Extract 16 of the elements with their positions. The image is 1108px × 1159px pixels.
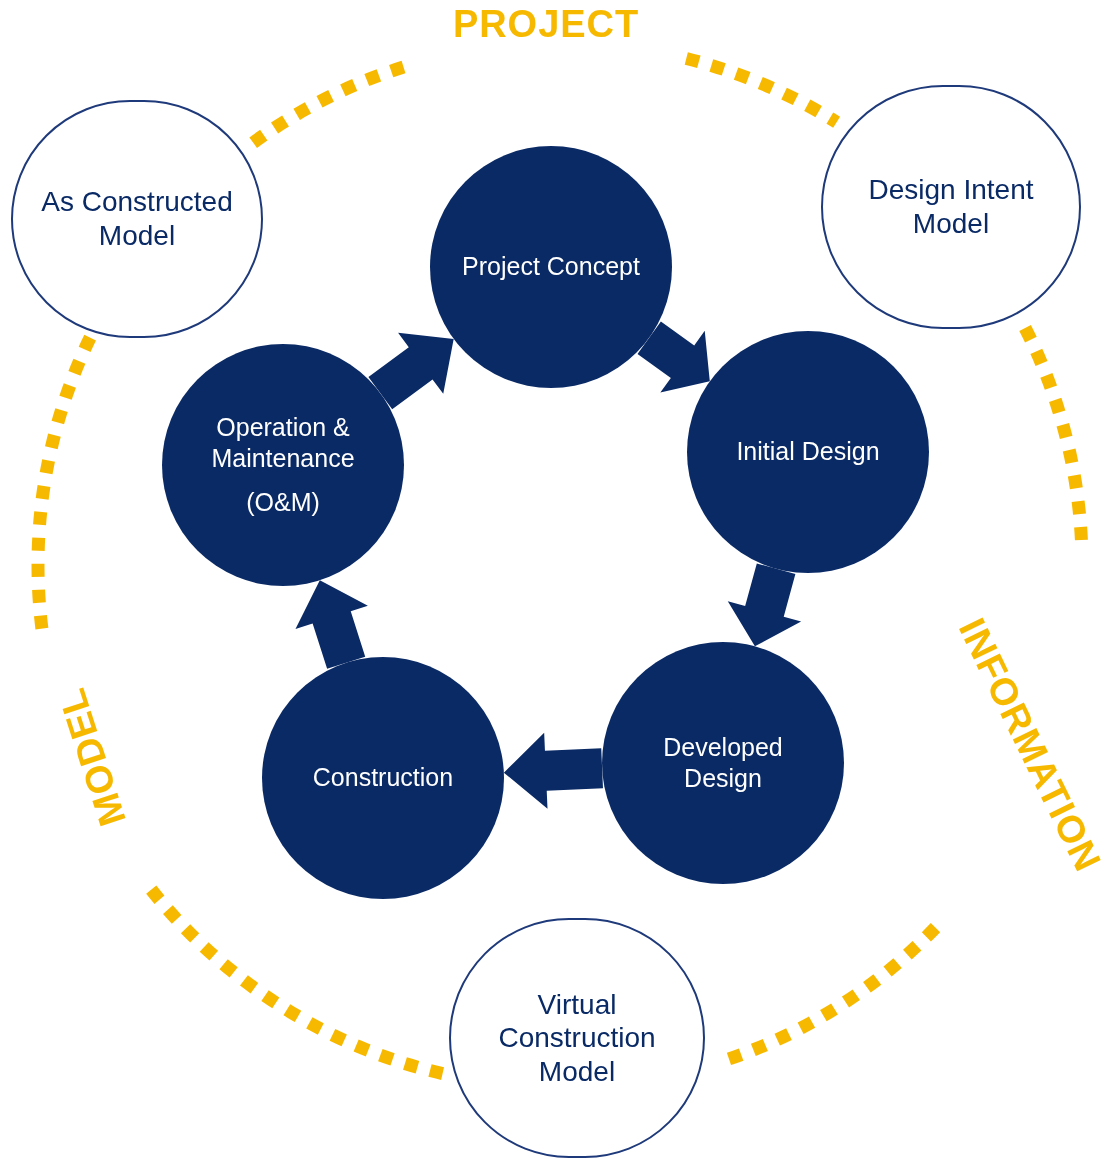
node-label: Operation & Maintenance <box>210 412 356 475</box>
block-arrow <box>368 332 454 410</box>
node-label: Design Intent Model <box>867 173 1035 241</box>
node-label: As Constructed Model <box>40 185 234 253</box>
ring-label: PROJECT <box>452 5 640 43</box>
block-arrow <box>637 321 710 393</box>
node-label: Initial Design <box>736 436 880 468</box>
node-label: Virtual Construction Model <box>497 987 657 1089</box>
block-arrow <box>503 732 603 809</box>
node-label: Developed Design <box>662 731 784 794</box>
node-label: Project Concept <box>462 251 640 283</box>
node-label: Construction <box>312 762 454 794</box>
block-arrow <box>727 563 802 647</box>
block-arrow <box>295 580 368 669</box>
node-label: (O&M) <box>246 486 320 518</box>
ring-label: MODEL <box>52 683 132 831</box>
